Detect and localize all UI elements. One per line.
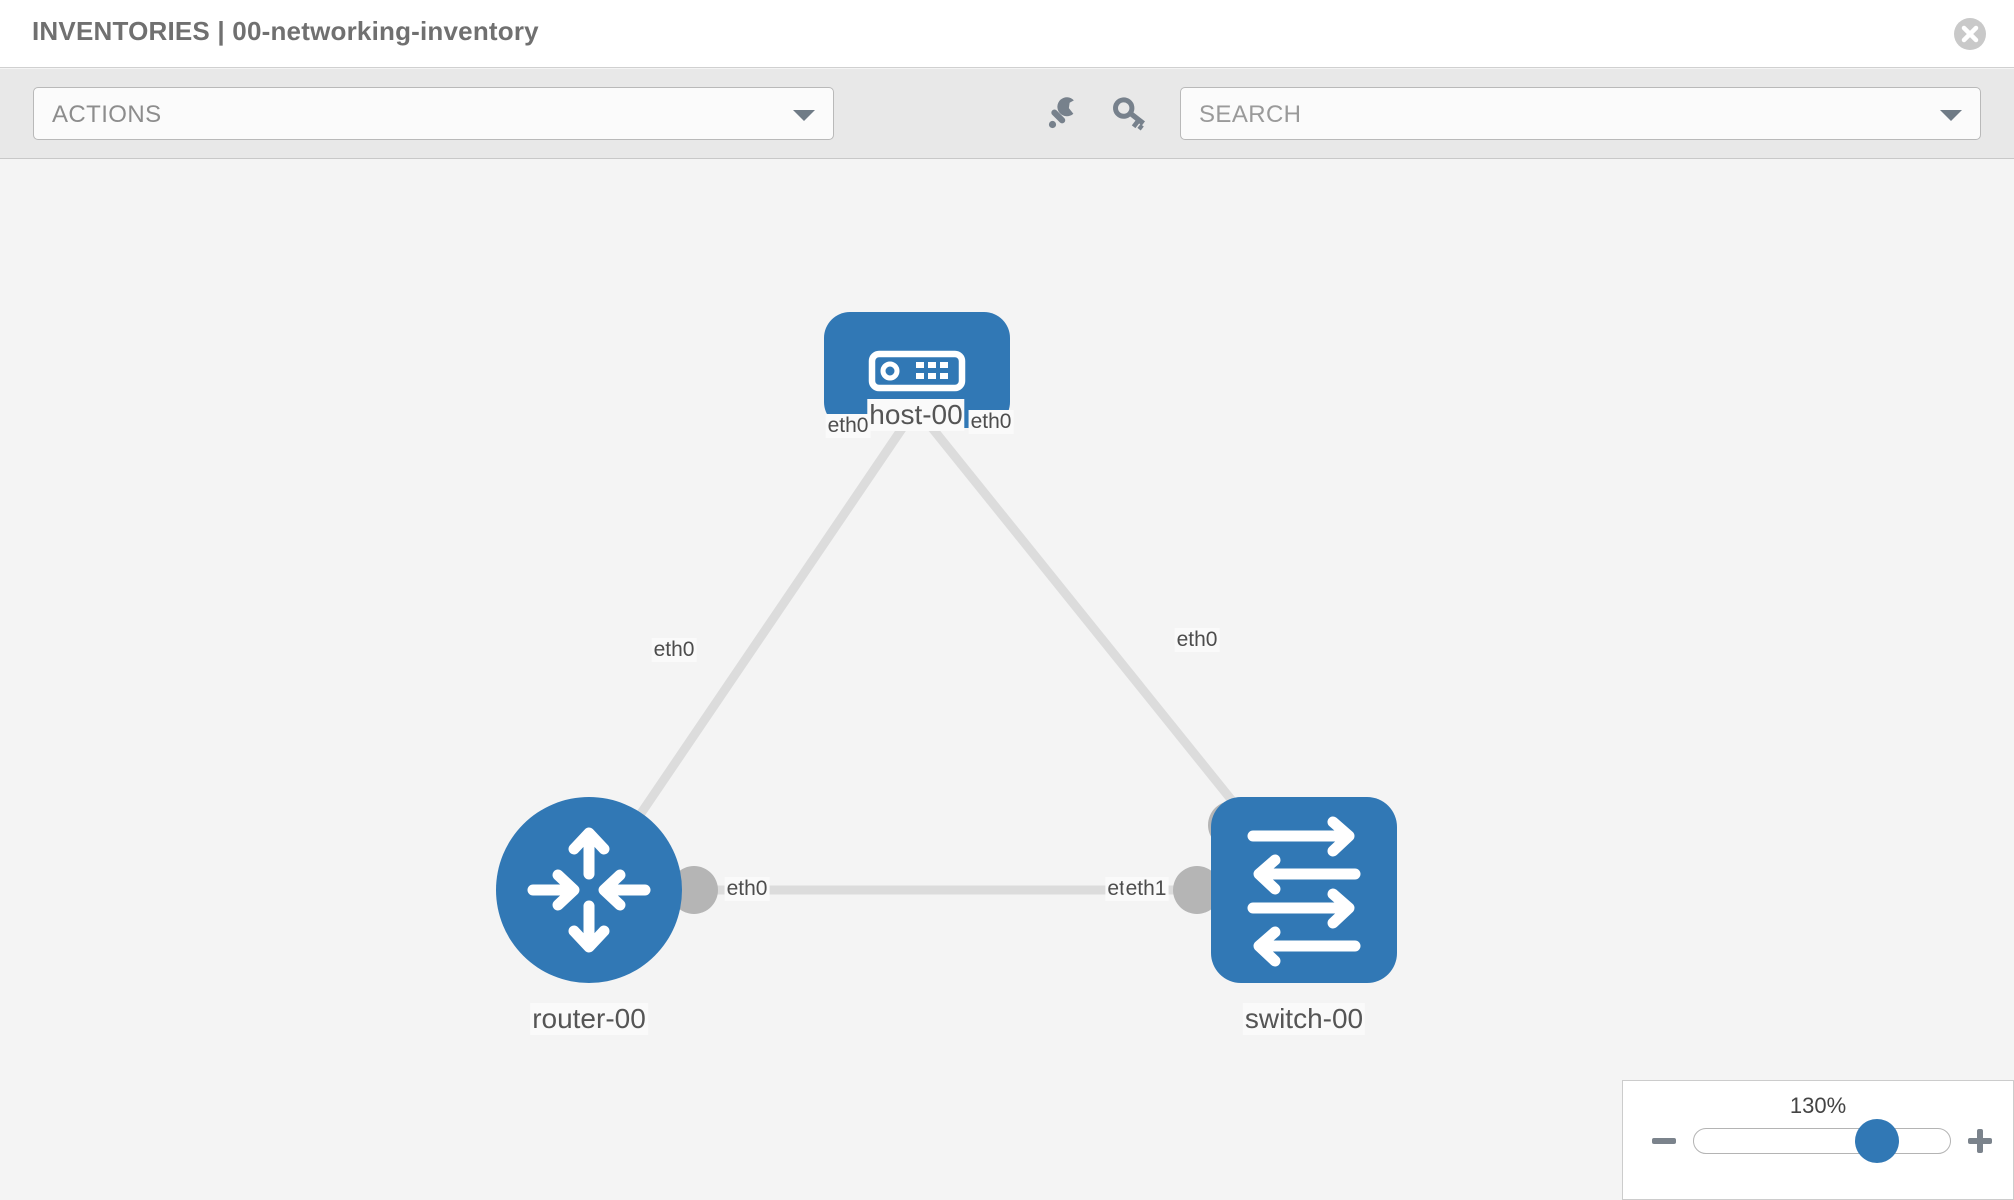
- node-router-00[interactable]: [496, 797, 682, 983]
- search-chevron-down-icon[interactable]: [1940, 110, 1962, 121]
- connector-switch-left[interactable]: [1173, 866, 1221, 914]
- topology-canvas[interactable]: host-00 router-00 switch-00 eth0 eth0 et…: [0, 160, 2014, 1200]
- key-icon[interactable]: [1108, 91, 1152, 135]
- plus-icon[interactable]: [1965, 1126, 1995, 1156]
- node-switch-00[interactable]: [1211, 797, 1397, 983]
- iface-label-router-up: eth0: [651, 638, 697, 662]
- actions-dropdown[interactable]: ACTIONS: [33, 87, 834, 140]
- node-label-switch: switch-00: [1242, 1003, 1366, 1035]
- actions-dropdown-label: ACTIONS: [52, 101, 162, 128]
- iface-label-host-right: eth0: [968, 410, 1014, 434]
- zoom-level-value: 130%: [1789, 1093, 1847, 1118]
- page-title: INVENTORIES | 00-networking-inventory: [32, 16, 539, 46]
- wrench-icon[interactable]: [1040, 91, 1084, 135]
- iface-label-switch-left-b: eth1: [1123, 877, 1169, 901]
- router-icon: [527, 827, 651, 953]
- search-placeholder: SEARCH: [1199, 101, 1302, 128]
- server-icon: [868, 350, 966, 392]
- node-label-host: host-00: [867, 399, 965, 431]
- close-icon[interactable]: [1954, 18, 1986, 50]
- switch-icon: [1247, 816, 1361, 967]
- node-label-router: router-00: [530, 1003, 648, 1035]
- topology-graph: [496, 312, 1397, 983]
- chevron-down-icon: [793, 110, 815, 121]
- minus-icon[interactable]: [1649, 1126, 1679, 1156]
- zoom-control: 130%: [1622, 1080, 2014, 1200]
- page-header: INVENTORIES | 00-networking-inventory: [0, 0, 2014, 68]
- zoom-slider-thumb[interactable]: [1855, 1119, 1899, 1163]
- iface-label-switch-up: eth0: [1174, 628, 1220, 652]
- connector-router-right[interactable]: [670, 866, 718, 914]
- search-input[interactable]: SEARCH: [1180, 87, 1981, 140]
- toolbar: ACTIONS SEARCH: [0, 69, 2014, 159]
- iface-label-host-left: eth0: [825, 414, 871, 438]
- link-host-router[interactable]: [585, 405, 920, 893]
- iface-label-router-right: eth0: [724, 877, 770, 901]
- zoom-slider-track[interactable]: [1693, 1128, 1951, 1154]
